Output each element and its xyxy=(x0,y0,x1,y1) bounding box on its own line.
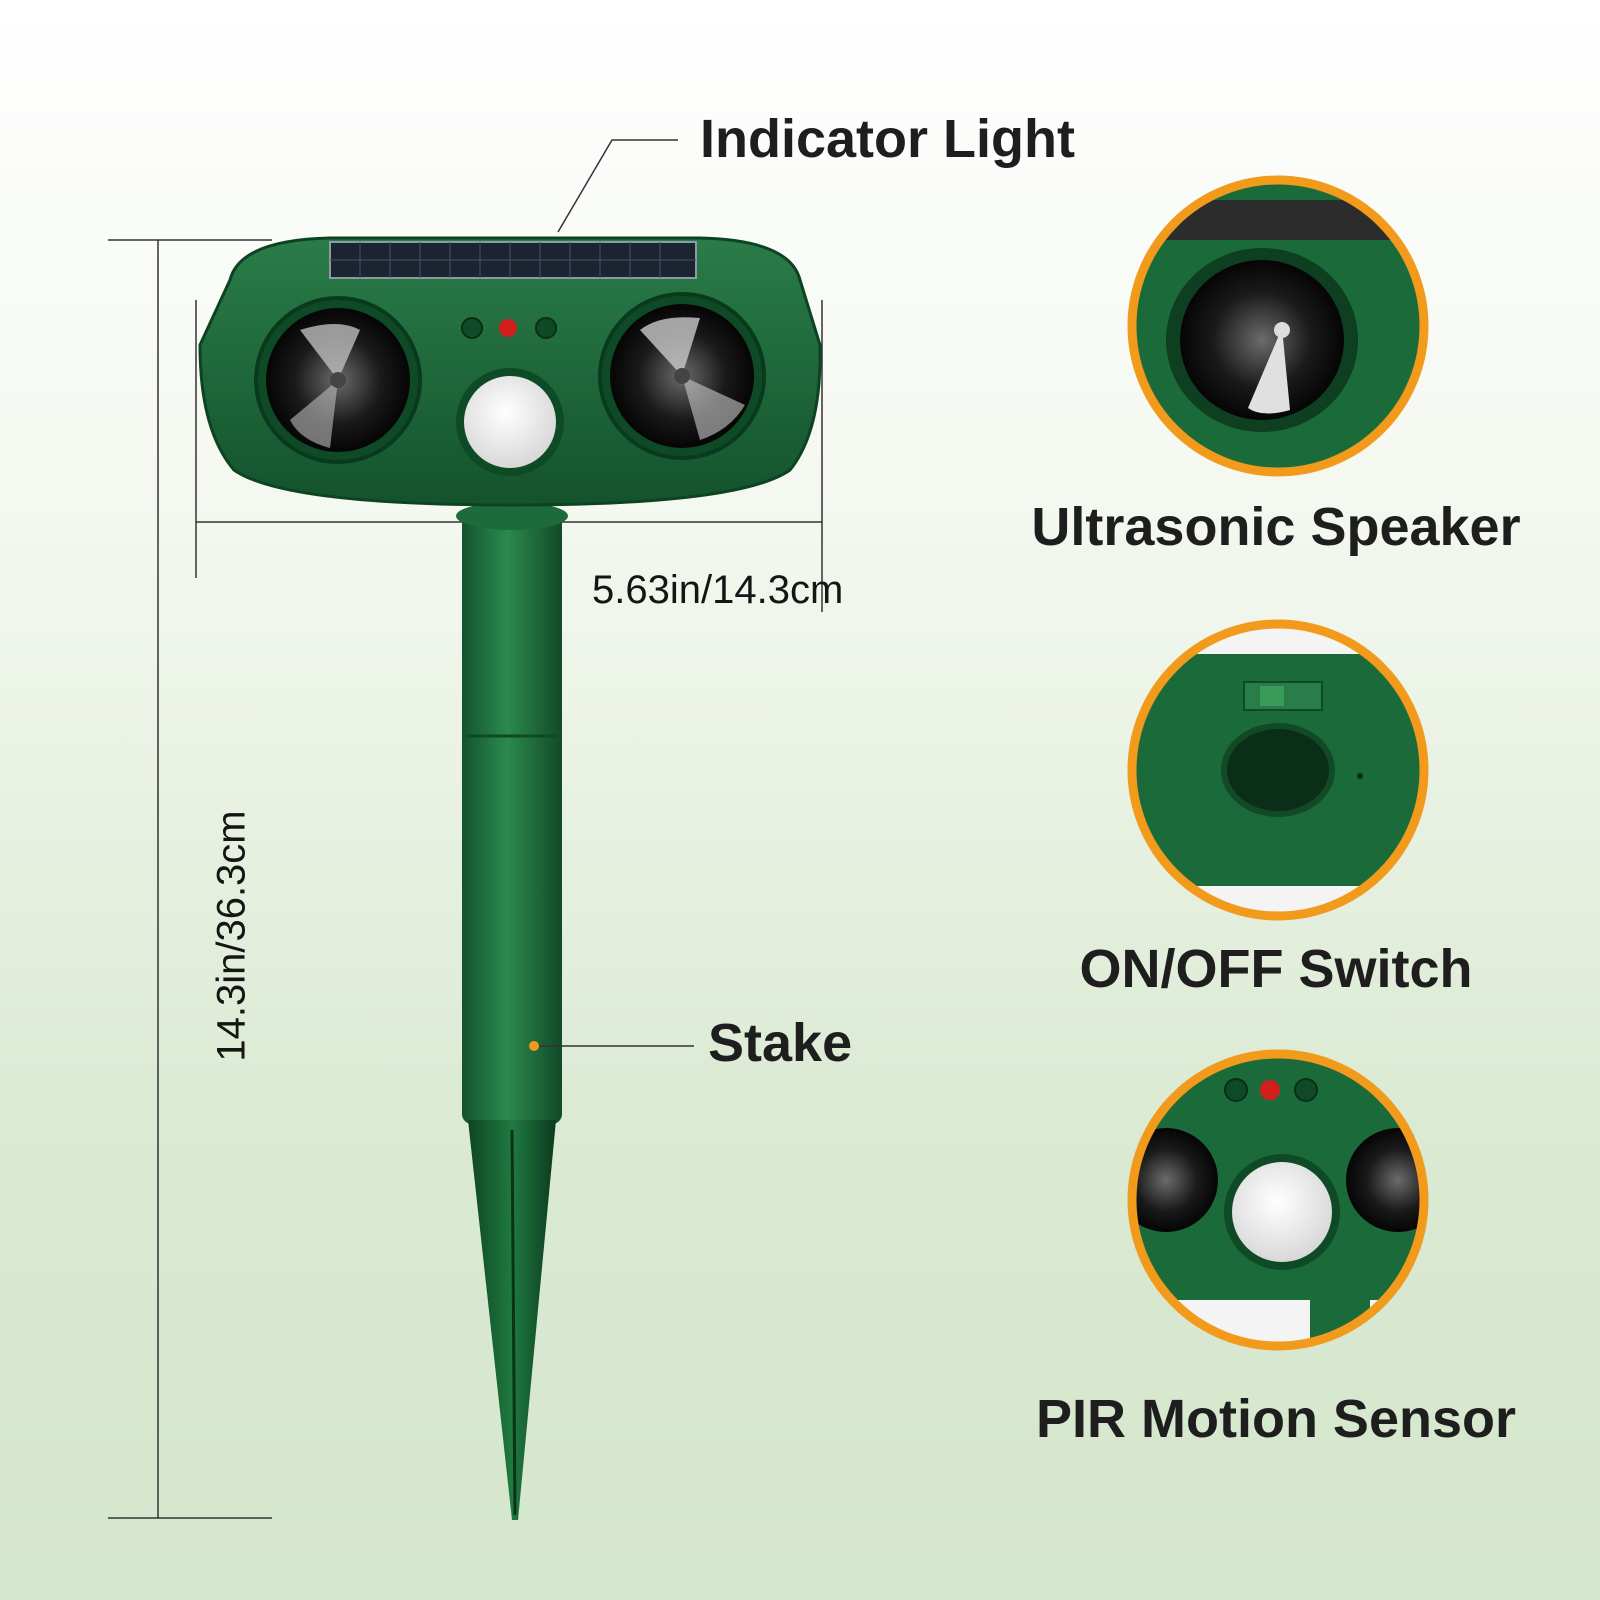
on-off-switch-label: ON/OFF Switch xyxy=(1079,939,1473,999)
height-dimension-line xyxy=(108,239,272,1519)
ultrasonic-speaker-detail xyxy=(1127,175,1429,477)
pir-motion-sensor-label: PIR Motion Sensor xyxy=(1035,1389,1516,1449)
ultrasonic-speaker-label: Ultrasonic Speaker xyxy=(1031,497,1521,557)
leader-lines xyxy=(534,139,694,1047)
stake xyxy=(456,502,568,1520)
device-body xyxy=(198,236,822,507)
pir-motion-sensor-detail xyxy=(1127,1049,1429,1351)
on-off-switch-detail xyxy=(1127,619,1429,921)
width-dimension-label: 5.63in/14.3cm xyxy=(592,568,844,612)
indicator-light-label: Indicator Light xyxy=(700,109,1075,169)
stake-label: Stake xyxy=(708,1013,853,1073)
height-dimension-label: 14.3in/36.3cm xyxy=(209,810,254,1062)
